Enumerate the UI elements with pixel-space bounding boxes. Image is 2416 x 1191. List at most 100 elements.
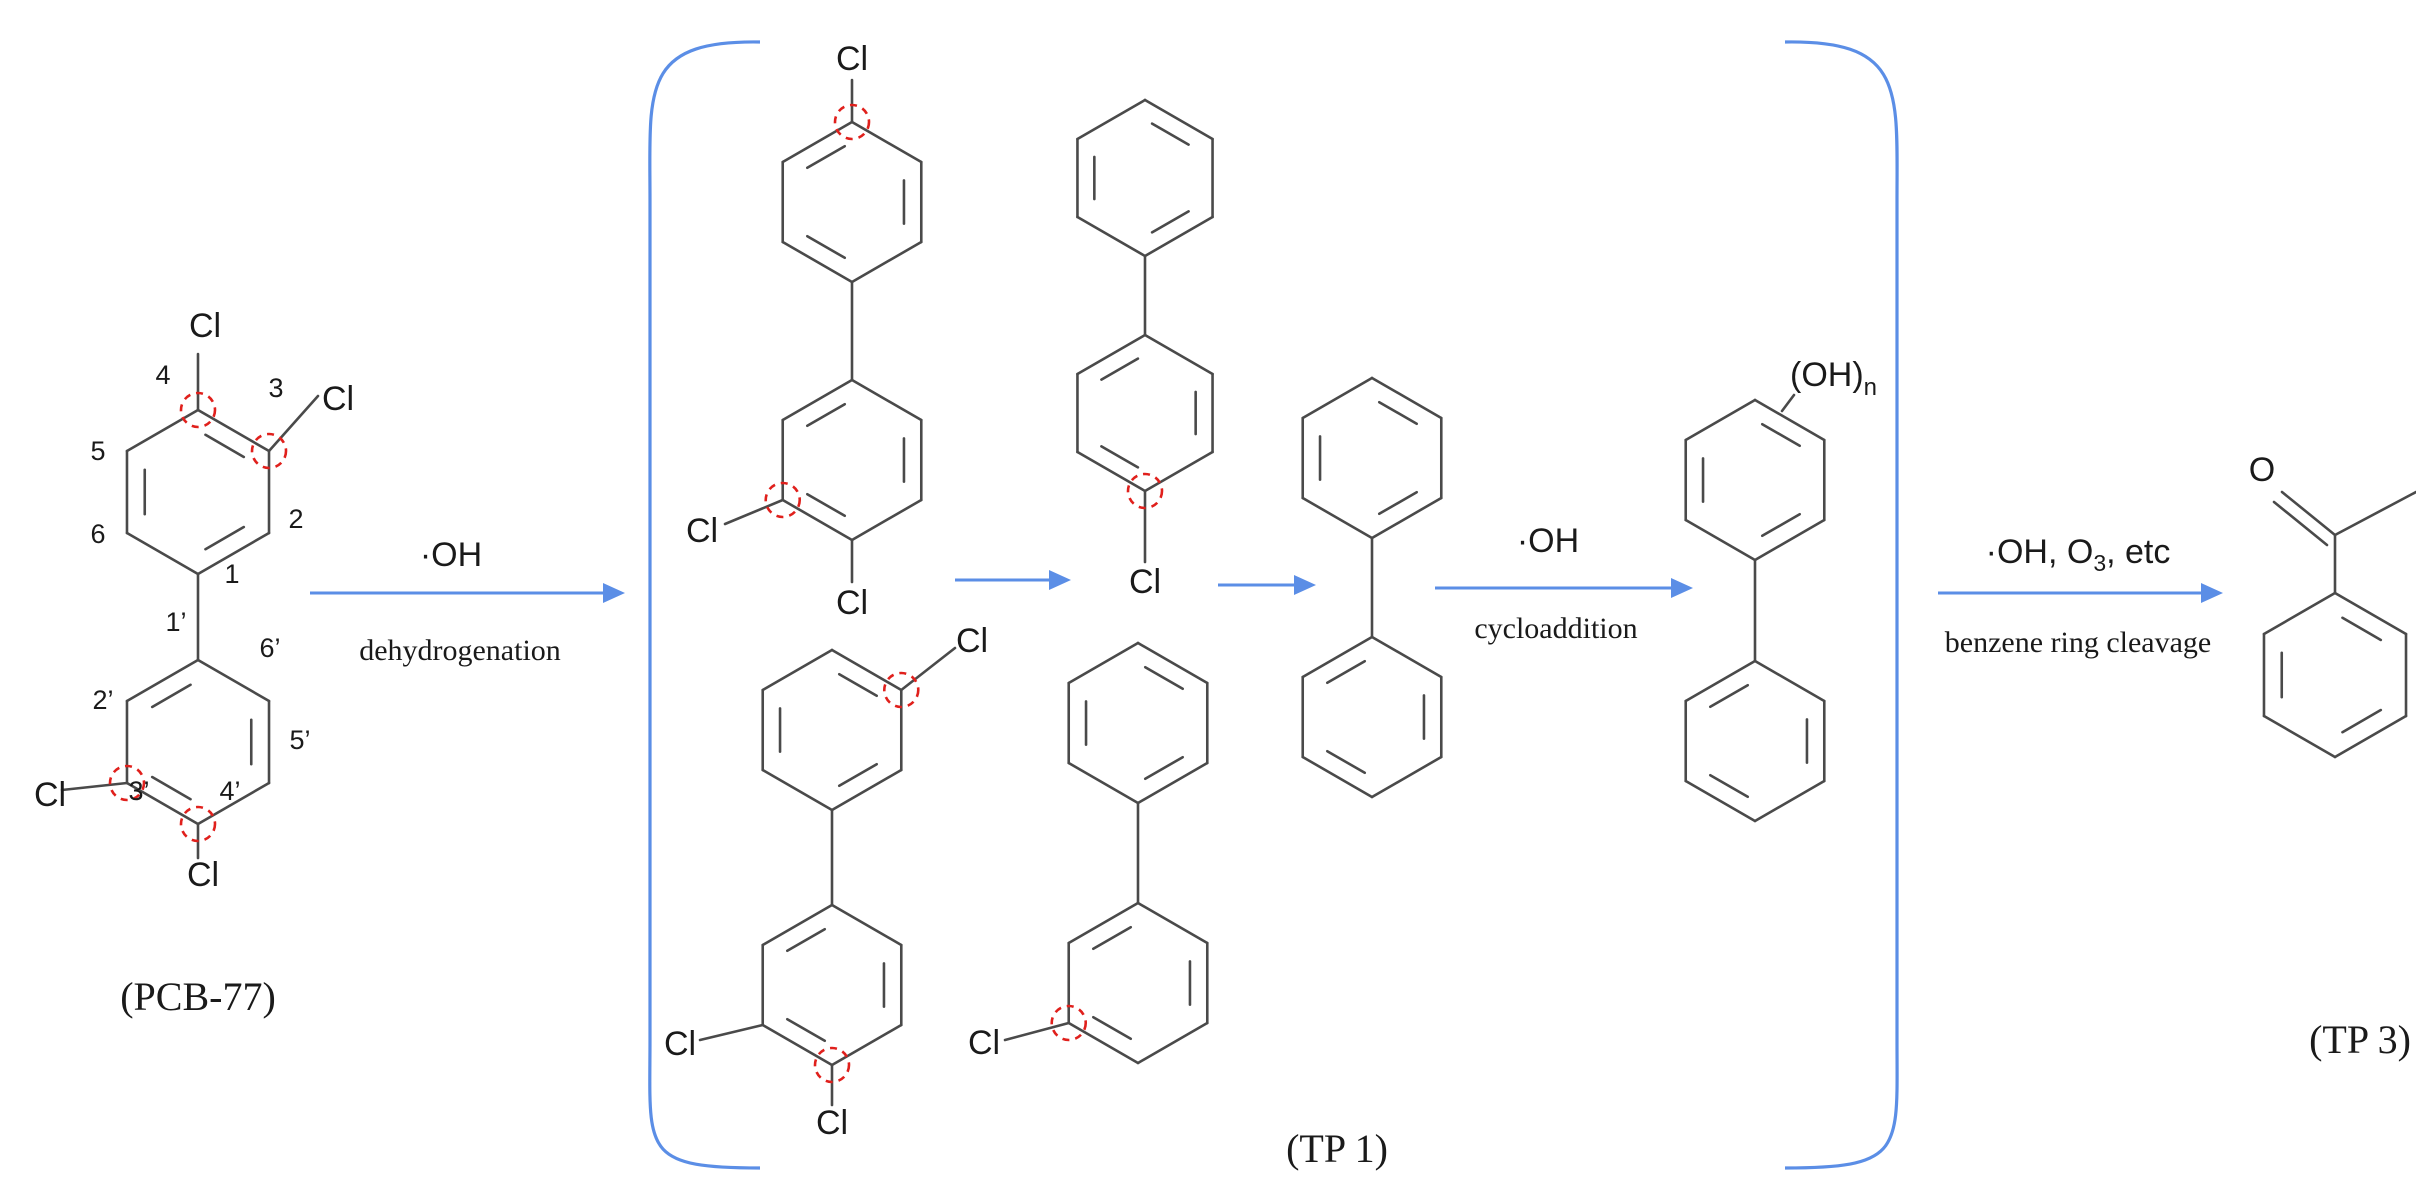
tp1d-ring-top-double-bond [837, 762, 878, 788]
tp3-chain-bond [2333, 490, 2416, 537]
tp1a-ring-top-bond [850, 240, 923, 284]
hydroxy-ring-top-bond [1684, 518, 1757, 562]
tp1a-ring-top-bond [850, 120, 923, 164]
tp1b-ring-top-double-bond [1150, 210, 1190, 234]
hydroxy-ring-top-bond [1684, 398, 1757, 442]
pcb77-pos-4: 4 [155, 360, 170, 390]
tp1a-cl-bottom: Cl [836, 584, 868, 622]
tp1e-ring-bottom-bond [1136, 1021, 1209, 1065]
biphenyl-ring-top-bond [1301, 376, 1374, 420]
pcb77-ring-bottom-bond [125, 781, 200, 826]
tp1a-ring-bottom-double-bond [806, 492, 847, 518]
biphenyl-ring-bottom-bond [1370, 635, 1443, 679]
pcb77-c-cl-bond [60, 781, 129, 792]
pcb77-ring-top-bond [125, 408, 200, 453]
biphenyl-ring-bottom-bond [1370, 755, 1443, 799]
pcb77-ring-bottom-bond [125, 658, 200, 703]
hydroxy-oh-wavy-bond [1780, 393, 1796, 413]
tp1b-ring-top-bond [1076, 98, 1147, 141]
hydroxy-ring-top-double-bond [1760, 422, 1801, 448]
tp1e-mark [1050, 1004, 1088, 1042]
tp1d-ring-bottom-double-bond [786, 927, 827, 953]
pcb77-ring-top-bond [196, 408, 271, 453]
step3-reagent-prefix: ·OH, O [1986, 533, 2094, 571]
pcb77-mark-4 [179, 391, 217, 429]
pcb77-pos-3p: 3’ [128, 776, 149, 806]
pcb77-mark-3p [108, 764, 146, 802]
tp1e-ring-top-bond [1067, 761, 1140, 805]
tp3-carbonyl-bond [2280, 490, 2337, 537]
tp3-label: (TP 3) [2309, 1017, 2411, 1062]
tp1b-ring-bottom-double-bond [1100, 445, 1140, 469]
tp1c-cl-bottom: Cl [1129, 563, 1161, 601]
arrow-dehydrogenation [310, 583, 625, 603]
tp1e-ring-top-bond [1136, 641, 1209, 685]
hydroxy-ring-bottom-bond [1753, 779, 1826, 823]
hydroxy-ring-bottom-bond [1684, 779, 1757, 823]
tp3-carbonyl-o: O [2249, 451, 2275, 489]
tp1e-ring-top-bond [1067, 641, 1140, 685]
tp1d-ring-bottom-bond [830, 1023, 903, 1067]
pcb77-ring-bottom-double-bond [150, 683, 192, 709]
pcb77-label: (PCB-77) [120, 974, 276, 1019]
tp1d-mark-bottom [813, 1046, 851, 1084]
step1-process: dehydrogenation [359, 634, 561, 667]
tp1a-cl-left: Cl [686, 512, 718, 550]
tp1d-ring-top-bond [761, 648, 834, 692]
biphenyl-ring-bottom-bond [1301, 635, 1374, 679]
biphenyl-ring-top-double-bond [1377, 400, 1418, 426]
tp1e-ring-bottom-double-bond [1092, 1015, 1133, 1041]
biphenyl-ring-bottom-bond [1301, 755, 1374, 799]
hydroxy-ring-top-bond [1753, 398, 1826, 442]
biphenyl-ring-bottom-double-bond [1326, 749, 1367, 775]
tp1d-cl-bottom: Cl [816, 1104, 848, 1142]
tp1a-ring-top-bond [781, 240, 854, 284]
tp1d-ring-bottom-bond [761, 1023, 834, 1067]
tp1d-ring-top-bond [830, 768, 903, 812]
pcb77-ring-top-double-bond [204, 433, 246, 459]
tp1d-ring-bottom-bond [830, 903, 903, 947]
tp1b-ring-top-bond [1143, 98, 1214, 141]
oh-group: (OH) [1790, 356, 1864, 394]
molecule-bonds [60, 78, 2416, 1107]
pcb77-cl-4p: Cl [187, 856, 219, 894]
tp3-ring-double-bond [2341, 708, 2383, 734]
biphenyl-ring-top-bond [1301, 496, 1374, 540]
pcb77-ring-top-double-bond [204, 525, 246, 551]
oh-subscript-n: n [1864, 374, 1877, 401]
tp1b-ring-bottom-bond [1143, 450, 1214, 493]
tp1b-ring-bottom-double-bond [1100, 357, 1140, 381]
arrow-tp1-step-b [1218, 575, 1316, 595]
arrow-ring-cleavage [1938, 583, 2223, 603]
biphenyl-ring-top-bond [1370, 496, 1443, 540]
hydroxy-ring-bottom-bond [1753, 659, 1826, 703]
pcb77-ring-top-bond [125, 531, 200, 576]
pcb77-pos-5: 5 [90, 436, 105, 466]
step3-reagent: ·OH, O3, etc [1986, 533, 2171, 576]
hydroxy-ring-top-bond [1753, 518, 1826, 562]
hydroxy-ring-top-double-bond [1760, 512, 1801, 538]
tp1a-ring-bottom-bond [781, 378, 854, 422]
step2-process: cycloaddition [1474, 612, 1637, 645]
tp3-ring-bond [2262, 591, 2337, 636]
pcb77-ring-top-bond [196, 531, 271, 576]
tp1a-ring-bottom-bond [850, 378, 923, 422]
pcb77-c-cl-bond [267, 394, 320, 453]
hydroxy-ring-bottom-bond [1684, 659, 1757, 703]
cleavage-site-marks [108, 103, 1164, 1084]
tp1d-ring-top-bond [830, 648, 903, 692]
tp1e-ring-bottom-bond [1067, 901, 1140, 945]
hydroxy-ring-bottom-double-bond [1709, 683, 1750, 709]
pcb77-cl-4: Cl [189, 307, 221, 345]
tp1a-mark-top [833, 103, 871, 141]
pcb77-pos-5p: 5’ [289, 725, 310, 755]
pcb77-pos-2: 2 [288, 504, 303, 534]
biphenyl-ring-top-bond [1370, 376, 1443, 420]
tp3-ring-bond [2333, 714, 2408, 759]
tp1a-ring-top-double-bond [806, 144, 847, 170]
step3-process: benzene ring cleavage [1945, 626, 2212, 659]
pcb77-pos-6p: 6’ [259, 633, 280, 663]
tp1-right-bracket [1784, 40, 1899, 1170]
pcb77-pos-6: 6 [90, 519, 105, 549]
